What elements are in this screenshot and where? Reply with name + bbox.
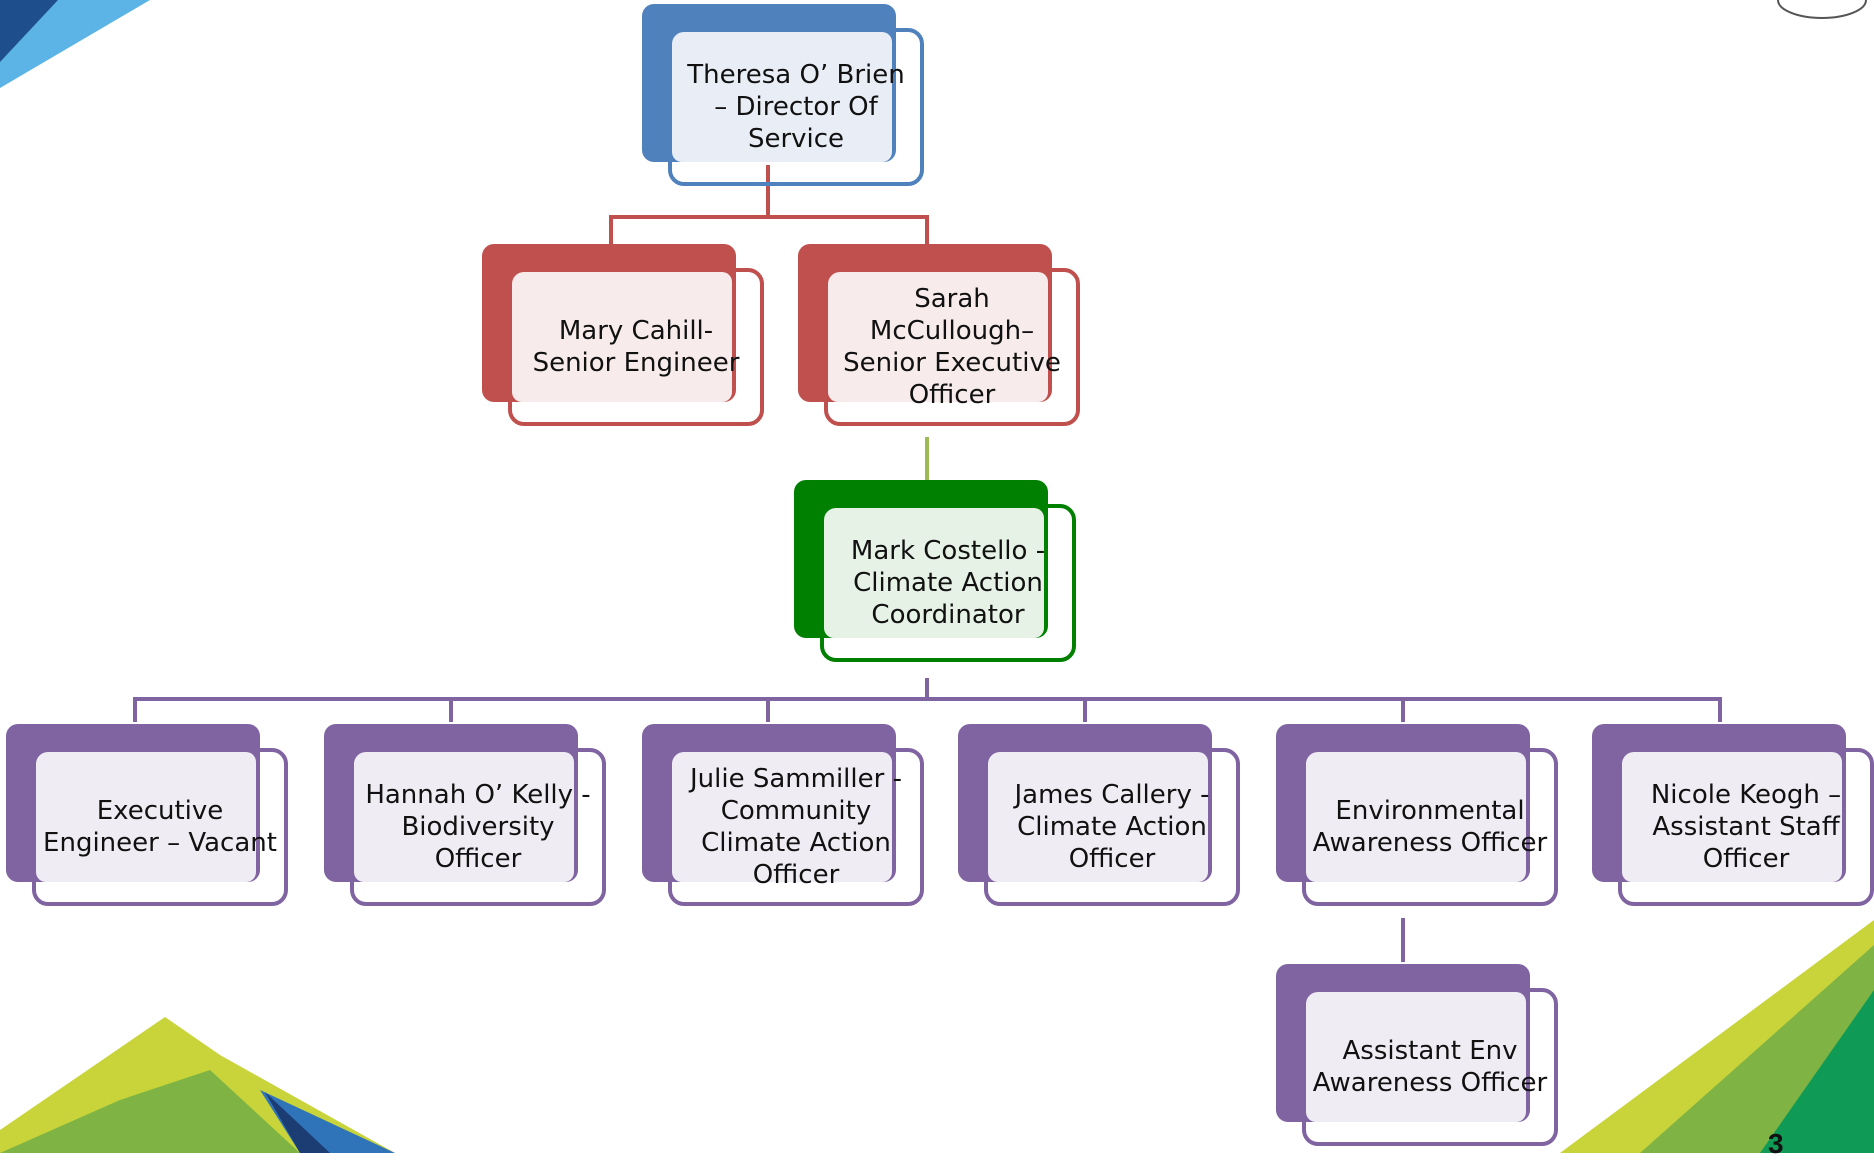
node-label: Executive Engineer – Vacant [43, 796, 277, 858]
node-tint [824, 508, 1044, 638]
node-tint [1306, 992, 1526, 1122]
node-frame [984, 748, 1240, 906]
node-label: Nicole Keogh – Assistant Staff Officer [1650, 780, 1842, 874]
node-frame [824, 268, 1080, 426]
node-frame [350, 748, 606, 906]
node-label: Environmental Awareness Officer [1312, 796, 1548, 858]
node-label: Mary Cahill- Senior Engineer [532, 316, 740, 378]
connector-level2-bar [609, 215, 929, 244]
node-label: Theresa O’ Brien – Director Of Service [687, 60, 905, 154]
node-tint [828, 272, 1048, 402]
mountain-shape-2 [0, 1070, 300, 1153]
node-tint [672, 752, 892, 882]
node-label: James Callery - Climate Action Officer [1014, 780, 1210, 874]
node-frame [668, 748, 924, 906]
node-label: Hannah O’ Kelly - Biodiversity Officer [365, 780, 591, 874]
corner-shape-top-left-dark [0, 0, 58, 62]
node-tint [988, 752, 1208, 882]
node-frame [1302, 748, 1558, 906]
node-frame [1302, 988, 1558, 1146]
node-tint [36, 752, 256, 882]
node-tint [354, 752, 574, 882]
node-tint [672, 32, 892, 162]
node-tint [512, 272, 732, 402]
node-frame [508, 268, 764, 426]
node-frame [820, 504, 1076, 662]
corner-shape-top-left [0, 0, 150, 88]
node-frame [1618, 748, 1874, 906]
page-number: 3 [1768, 1128, 1784, 1159]
node-frame [32, 748, 288, 906]
crest-icon [1777, 0, 1867, 19]
node-label: Mark Costello - Climate Action Coordinat… [850, 536, 1046, 630]
connector-level4-bar [133, 697, 1722, 722]
node-tint [1306, 752, 1526, 882]
corner-shape-bottom-right-3 [1760, 990, 1874, 1153]
node-label: Assistant Env Awareness Officer [1312, 1036, 1548, 1098]
node-tint [1622, 752, 1842, 882]
node-frame [668, 28, 924, 186]
node-label: Sarah McCullough– Senior Executive Offic… [843, 284, 1061, 410]
node-label: Julie Sammiller - Community Climate Acti… [690, 764, 902, 890]
mountain-shape-4 [265, 1092, 330, 1153]
